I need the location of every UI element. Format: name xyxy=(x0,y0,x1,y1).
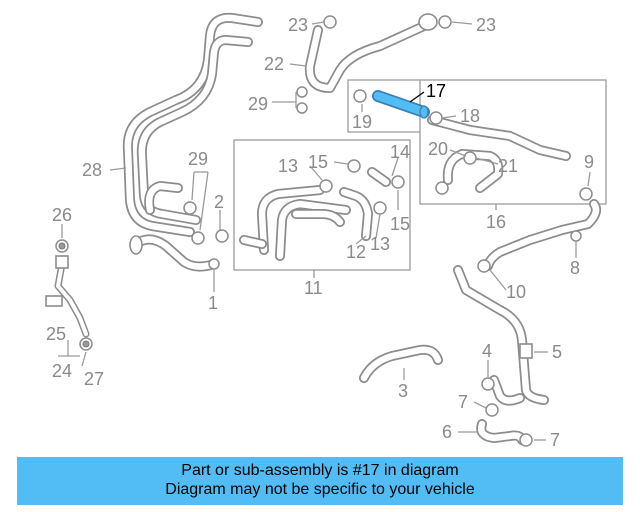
group-box-16 xyxy=(419,79,607,205)
callout-15-right[interactable]: 15 xyxy=(390,214,410,234)
callout-14[interactable]: 14 xyxy=(390,142,410,162)
hose-22 xyxy=(304,13,438,93)
tube-24-25 xyxy=(45,255,90,338)
callout-11[interactable]: 11 xyxy=(304,278,323,298)
callout-15-top[interactable]: 15 xyxy=(308,152,328,172)
callout-8[interactable]: 8 xyxy=(570,258,580,278)
callout-12[interactable]: 12 xyxy=(346,242,366,262)
callout-2[interactable]: 2 xyxy=(214,192,224,212)
callout-13-right[interactable]: 13 xyxy=(370,234,390,254)
info-banner: Part or sub-assembly is #17 in diagram D… xyxy=(17,457,623,505)
pipe-17-highlighted xyxy=(372,90,430,119)
callout-9[interactable]: 9 xyxy=(584,152,594,172)
pipe-assembly-11 xyxy=(239,167,391,261)
callout-4[interactable]: 4 xyxy=(482,341,492,361)
group-box-19-frame xyxy=(347,79,420,133)
group-box-11 xyxy=(233,139,411,271)
pipe-assembly-16 xyxy=(427,115,571,193)
callout-21[interactable]: 21 xyxy=(498,156,518,176)
hose-1 xyxy=(129,234,219,272)
callout-29-left[interactable]: 29 xyxy=(188,149,208,169)
parts-diagram: 1 2 3 4 5 6 7 7 8 9 10 11 12 13 13 14 15… xyxy=(45,12,607,450)
hose-3 xyxy=(359,344,443,383)
hose-8 xyxy=(483,199,601,271)
callout-18[interactable]: 18 xyxy=(460,106,480,126)
callout-23-right[interactable]: 23 xyxy=(476,15,496,35)
clips xyxy=(55,15,593,447)
pipe-5 xyxy=(453,265,549,405)
callout-19[interactable]: 19 xyxy=(352,112,372,132)
callout-23-left[interactable]: 23 xyxy=(288,15,308,35)
callout-24[interactable]: 24 xyxy=(52,361,72,381)
banner-line-1: Part or sub-assembly is #17 in diagram xyxy=(181,462,459,479)
callout-25[interactable]: 25 xyxy=(46,324,66,344)
callout-27[interactable]: 27 xyxy=(84,369,104,389)
callout-28[interactable]: 28 xyxy=(82,160,102,180)
callout-5[interactable]: 5 xyxy=(552,342,562,362)
callout-6[interactable]: 6 xyxy=(442,422,452,442)
callout-7-lower[interactable]: 7 xyxy=(550,430,560,450)
banner-line-2: Diagram may not be specific to your vehi… xyxy=(165,481,475,498)
callout-20[interactable]: 20 xyxy=(428,139,448,159)
callout-26[interactable]: 26 xyxy=(52,205,72,225)
callout-13-left[interactable]: 13 xyxy=(278,156,298,176)
callout-3[interactable]: 3 xyxy=(398,381,408,401)
callout-7-upper[interactable]: 7 xyxy=(458,392,468,412)
pipe-assembly-28 xyxy=(122,12,263,237)
callout-10[interactable]: 10 xyxy=(506,282,526,302)
callout-labels: 1 2 3 4 5 6 7 7 8 9 10 11 12 13 13 14 15… xyxy=(46,15,594,450)
leader-lines xyxy=(58,21,591,441)
callout-29-top[interactable]: 29 xyxy=(248,94,268,114)
callout-1[interactable]: 1 xyxy=(208,293,218,313)
callout-16[interactable]: 16 xyxy=(486,212,506,232)
callout-17[interactable]: 17 xyxy=(426,81,446,101)
callout-22[interactable]: 22 xyxy=(264,54,284,74)
